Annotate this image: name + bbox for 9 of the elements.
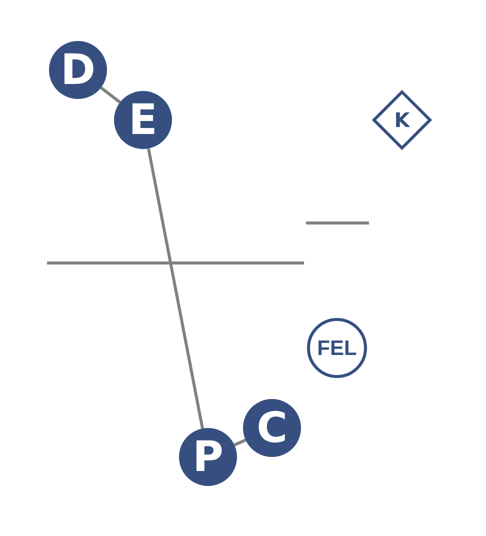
node-label: D <box>60 49 96 91</box>
node-label: E <box>128 99 158 141</box>
connector-line <box>100 86 121 104</box>
connector-line <box>234 438 246 446</box>
node-label: C <box>256 407 288 449</box>
node-label: K <box>394 110 410 130</box>
connector-line <box>147 148 204 429</box>
node-label: P <box>192 436 224 478</box>
node-label: FEL <box>317 338 357 358</box>
